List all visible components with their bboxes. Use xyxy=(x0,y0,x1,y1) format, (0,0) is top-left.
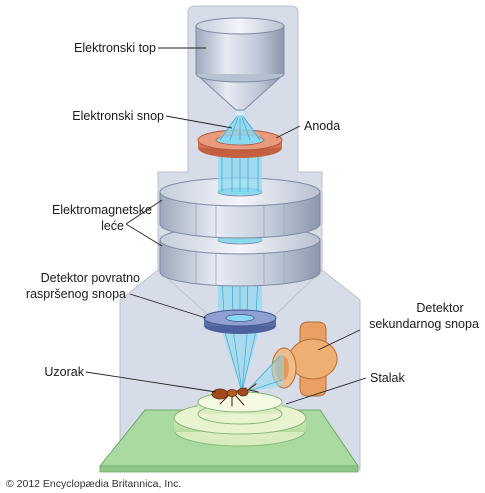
label-em-lenses-line2: leće xyxy=(101,219,124,233)
label-anode: Anoda xyxy=(304,119,340,133)
label-em-lenses-line1: Elektromagnetske xyxy=(52,203,152,217)
label-electron-beam: Elektronski snop xyxy=(72,109,164,123)
backscatter-detector xyxy=(204,310,276,334)
label-secondary-line1: Detektor xyxy=(416,301,463,315)
label-sample: Uzorak xyxy=(44,365,84,379)
label-backscatter-line2: raspršenog snopa xyxy=(26,287,126,301)
label-stage: Stalak xyxy=(370,371,405,385)
label-secondary-line2: sekundarnog snopa xyxy=(369,317,479,331)
copyright: © 2012 Encyclopædia Britannica, Inc. xyxy=(6,478,181,490)
label-electron-gun: Elektronski top xyxy=(74,41,156,55)
label-backscatter-line1: Detektor povratno xyxy=(41,271,140,285)
